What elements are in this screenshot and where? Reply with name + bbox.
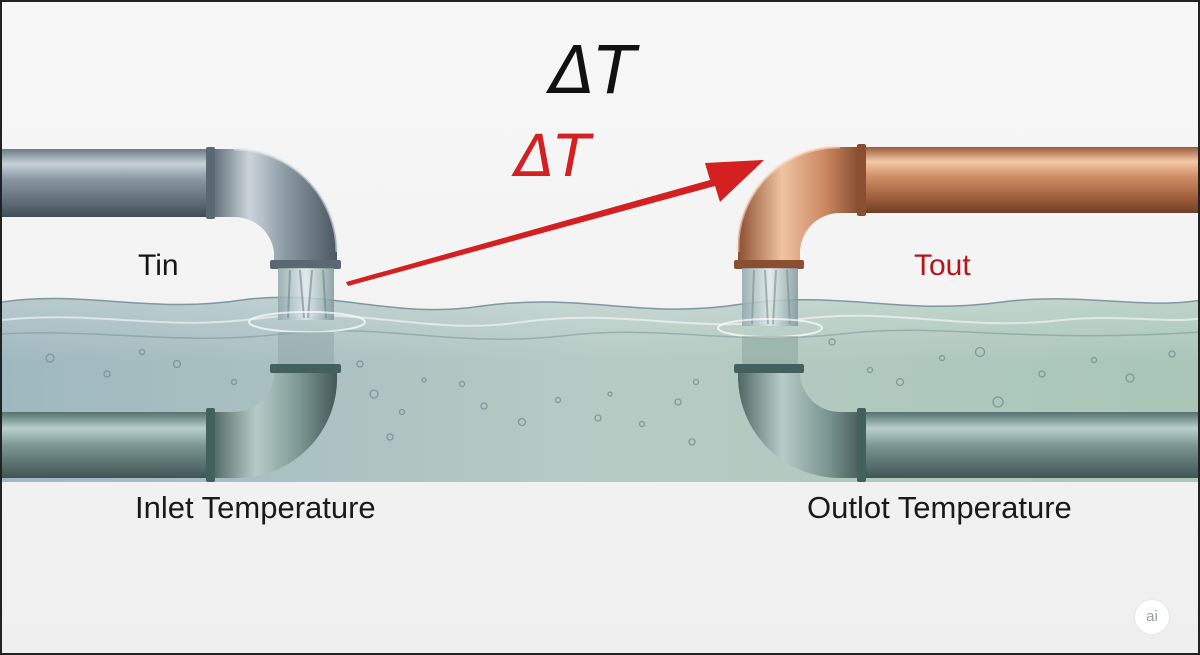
inlet-temperature-caption: Inlet Temperature xyxy=(135,490,376,525)
inlet-pipe-lower xyxy=(2,332,341,482)
ai-badge: ai xyxy=(1135,600,1169,634)
outlet-pipe-upper xyxy=(734,144,1198,269)
inlet-pipe-upper xyxy=(2,147,341,269)
outlet-pipe-lower xyxy=(734,336,1198,482)
delta-arrow xyxy=(346,160,764,286)
inlet-temperature-symbol: Tin xyxy=(138,249,179,282)
outlet-temperature-caption: Outlot Temperature xyxy=(807,490,1072,525)
outlet-temperature-symbol: Tout xyxy=(914,249,971,282)
delta-t-heading: ΔT xyxy=(550,32,636,109)
water-bubbles xyxy=(45,338,1176,446)
delta-t-arrow-label: ΔT xyxy=(515,122,591,190)
